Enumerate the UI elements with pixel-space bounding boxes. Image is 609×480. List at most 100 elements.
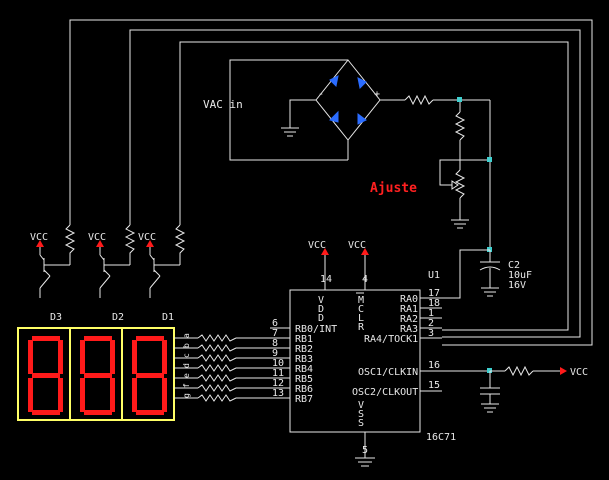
display-segment xyxy=(162,340,167,374)
pin-name: RB7 xyxy=(295,394,313,405)
pin-name: RA4/TOCK1 xyxy=(364,334,418,345)
display-segment xyxy=(84,373,112,378)
pin-name: RA3 xyxy=(400,324,418,335)
diode-icon xyxy=(357,113,367,125)
pin-name: OSC2/CLKOUT xyxy=(352,387,418,398)
c2-name: C2 xyxy=(508,260,520,271)
ajuste-label: Ajuste xyxy=(370,181,417,196)
diode-icon xyxy=(329,75,339,88)
display-segment xyxy=(28,378,33,412)
vcc-arrow-icon xyxy=(560,367,567,375)
segment-letter: b xyxy=(182,343,191,348)
bridge-rectifier: VAC in - + xyxy=(203,59,381,161)
vcc-arrow-icon xyxy=(36,240,44,247)
pin-letter: R xyxy=(358,322,365,333)
digit-d3-label: D3 xyxy=(50,312,62,323)
pin-number: 8 xyxy=(272,338,278,349)
segment-letter: f xyxy=(182,383,191,388)
pin-number: 6 xyxy=(272,318,278,329)
digit-d1-label: D1 xyxy=(162,312,174,323)
pin-letter: C xyxy=(358,304,364,315)
pin-name: OSC1/CLKIN xyxy=(358,367,418,378)
pin-name: RB5 xyxy=(295,374,313,385)
pin-number: 11 xyxy=(272,368,284,379)
display-segment xyxy=(58,378,63,412)
pin-vss-num: 5 xyxy=(362,445,368,456)
u1-label: U1 xyxy=(428,270,440,281)
display-segment xyxy=(136,336,164,341)
bridge-minus-label: - xyxy=(318,89,324,100)
display-segment xyxy=(110,378,115,412)
pin-name: RB0/INT xyxy=(295,324,337,335)
oscillator-rc: VCC xyxy=(442,365,588,413)
part-label: 16C71 xyxy=(426,432,456,443)
pin-number: 15 xyxy=(428,380,440,391)
display-segment xyxy=(84,410,112,415)
vcc-label: VCC xyxy=(88,232,106,243)
vac-in-label: VAC in xyxy=(203,98,243,111)
display-segment xyxy=(132,378,137,412)
pin-number: 13 xyxy=(272,388,284,399)
c2-voltage: 16V xyxy=(508,280,526,291)
segment-letter: d xyxy=(182,363,191,368)
display-segment xyxy=(110,340,115,374)
segment-letter: a xyxy=(182,333,191,338)
segment-letter: e xyxy=(182,373,191,378)
pin-letter: S xyxy=(358,418,364,429)
pin-name: RB6 xyxy=(295,384,313,395)
vcc-arrow-icon xyxy=(321,248,329,255)
pin-letter: V xyxy=(318,295,324,306)
pin-letter: L xyxy=(358,313,364,324)
display-segment xyxy=(136,410,164,415)
digit-drivers: VCC VCC VCC D3 D2 D1 xyxy=(30,224,186,323)
pin-number: 7 xyxy=(272,328,278,339)
pin-number: 3 xyxy=(428,328,434,339)
vcc-label: VCC xyxy=(30,232,48,243)
digit-d2-label: D2 xyxy=(112,312,124,323)
junction-node xyxy=(457,97,462,102)
segment-letter: g xyxy=(182,393,191,398)
vcc-arrow-icon xyxy=(96,240,104,247)
diode-icon xyxy=(329,110,339,123)
voltage-divider: Ajuste xyxy=(370,94,492,250)
segment-letter: c xyxy=(182,353,191,358)
pin-letter: M xyxy=(358,295,364,306)
pin-letter: S xyxy=(358,409,364,420)
display-segment xyxy=(32,410,60,415)
pin-number: 1 xyxy=(428,308,434,319)
diode-icon xyxy=(357,77,367,90)
pic-chip: VCC VCC 14 4 5 U1 16C71 6RB0/INT7RB18RB2… xyxy=(270,240,456,467)
pin-name: RB2 xyxy=(295,344,313,355)
vcc-right-label: VCC xyxy=(570,367,588,378)
pin-name: RA1 xyxy=(400,304,418,315)
display-segment xyxy=(32,336,60,341)
display-segment xyxy=(84,336,112,341)
vcc-label: VCC xyxy=(138,232,156,243)
pin-number: 9 xyxy=(272,348,278,359)
pin-number: 10 xyxy=(272,358,284,369)
pin-letter: D xyxy=(318,313,324,324)
display-segment xyxy=(132,340,137,374)
pin-mclr-num: 4 xyxy=(362,274,368,285)
bridge-plus-label: + xyxy=(374,89,380,100)
pin-name: RA0 xyxy=(400,294,418,305)
capacitor-c2: C2 10uF 16V xyxy=(442,247,532,299)
pin-number: 2 xyxy=(428,318,434,329)
display-segment xyxy=(58,340,63,374)
pin-letter: D xyxy=(318,304,324,315)
junction-node xyxy=(487,368,492,373)
feedback-wires xyxy=(69,19,593,346)
vcc-arrow-icon xyxy=(361,248,369,255)
pin-name: RA2 xyxy=(400,314,418,325)
display-segment xyxy=(162,378,167,412)
pin-number: 17 xyxy=(428,288,440,299)
vcc-label: VCC xyxy=(308,240,326,251)
display-segment xyxy=(80,340,85,374)
pin-vdd-num: 14 xyxy=(320,274,332,285)
vcc-arrow-icon xyxy=(146,240,154,247)
seven-segment-display xyxy=(17,327,175,421)
pin-number: 12 xyxy=(272,378,284,389)
